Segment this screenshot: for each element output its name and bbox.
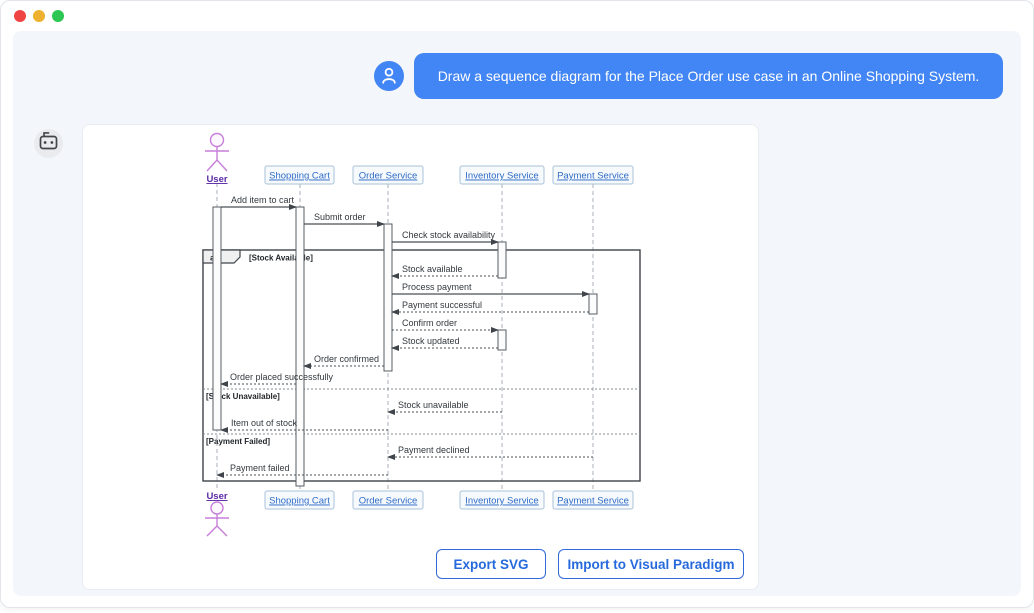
participant-payment-service-top[interactable]: Payment Service [552,165,634,185]
participant-box[interactable] [352,165,424,185]
participant-box[interactable] [264,165,335,185]
participant-inventory-service-top[interactable]: Inventory Service [459,165,545,185]
message-order-confirmed: Order confirmed [303,354,384,369]
message-process-payment: Process payment [392,282,590,297]
condition-stock-unavailable: [Stock Unavailable] [206,392,280,401]
participant-box[interactable] [459,490,545,510]
message-label: Process payment [402,282,472,292]
close-window-button[interactable] [14,10,26,22]
message-label: Payment failed [230,463,290,473]
message-payment-successful: Payment successful [391,300,589,315]
actor-head [209,132,225,148]
minimize-window-button[interactable] [33,10,45,22]
chat-message-text: Draw a sequence diagram for the Place Or… [437,68,980,84]
message-submit-order: Submit order [304,212,385,227]
actor-user-top: User [205,132,229,185]
message-label: Item out of stock [231,418,298,428]
message-item-out-of-stock: Item out of stock [220,418,388,433]
actor-label[interactable]: User [206,491,227,502]
message-label: Stock unavailable [398,400,469,410]
message-label: Payment declined [398,445,470,455]
participant-payment-service-bottom[interactable]: Payment Service [552,490,634,510]
message-label: Payment successful [402,300,482,310]
participant-order-service-top[interactable]: Order Service [352,165,424,185]
diagram-card: alt [Stock Available] [Stock Unavailable… [82,124,759,590]
actor-leg-right [216,159,228,172]
chat-message-bubble: Draw a sequence diagram for the Place Or… [414,53,1003,99]
participant-shopping-cart-top[interactable]: Shopping Cart [264,165,335,185]
message-label: Order placed successfully [230,372,334,382]
participant-label[interactable]: Inventory Service [465,496,538,507]
message-confirm-order: Confirm order [392,318,499,333]
import-visual-paradigm-button[interactable]: Import to Visual Paradigm [558,549,744,579]
message-label: Submit order [314,212,366,222]
bot-avatar [34,129,63,158]
robot-icon [39,132,58,150]
alt-fragment: alt [Stock Available] [Stock Unavailable… [202,249,641,482]
user-avatar [374,61,404,91]
activation-bar-shopping-cart [295,206,305,487]
activation-bar-inventory-1 [497,241,507,279]
participant-label[interactable]: Shopping Cart [269,171,330,182]
message-payment-failed: Payment failed [216,463,388,478]
message-label: Confirm order [402,318,457,328]
sequence-diagram: alt [Stock Available] [Stock Unavailable… [202,132,641,537]
participant-order-service-bottom[interactable]: Order Service [352,490,424,510]
participant-inventory-service-bottom[interactable]: Inventory Service [459,490,545,510]
message-label: Stock updated [402,336,460,346]
actor-user-bottom: User [205,491,229,537]
condition-stock-available: [Stock Available] [249,254,313,263]
message-stock-available: Stock available [391,264,498,279]
actor-leg-left [206,159,218,172]
participant-label[interactable]: Order Service [359,171,418,182]
participant-box[interactable] [264,490,335,510]
participant-box[interactable] [552,490,634,510]
message-check-stock-availability: Check stock availability [392,230,499,245]
participant-box[interactable] [459,165,545,185]
participant-label[interactable]: Inventory Service [465,171,538,182]
message-stock-unavailable: Stock unavailable [387,400,502,415]
participant-label[interactable]: Shopping Cart [269,496,330,507]
participant-box[interactable] [552,165,634,185]
message-order-placed-successfully: Order placed successfully [220,372,334,387]
actor-head [210,501,224,515]
activation-bar-payment [588,293,598,315]
participant-label[interactable]: Payment Service [557,171,629,182]
condition-payment-failed: [Payment Failed] [206,437,270,446]
participant-label[interactable]: Order Service [359,496,418,507]
message-label: Check stock availability [402,230,496,240]
message-payment-declined: Payment declined [387,445,593,460]
message-label: Order confirmed [314,354,379,364]
zoom-window-button[interactable] [52,10,64,22]
actor-leg-left [206,525,218,537]
message-stock-updated: Stock updated [391,336,498,351]
activation-bar-user [212,206,222,431]
participant-box[interactable] [352,490,424,510]
message-label: Stock available [402,264,463,274]
actor-leg-right [216,525,228,537]
participant-label[interactable]: Payment Service [557,496,629,507]
activation-bar-inventory-2 [497,329,507,351]
actor-label[interactable]: User [206,174,227,185]
message-add-item-to-cart: Add item to cart [221,195,297,210]
user-icon [382,67,396,84]
message-label: Add item to cart [231,195,295,205]
export-svg-button[interactable]: Export SVG [436,549,546,579]
activation-bar-order-service [383,223,393,372]
participant-shopping-cart-bottom[interactable]: Shopping Cart [264,490,335,510]
alt-fragment-border [202,249,641,482]
